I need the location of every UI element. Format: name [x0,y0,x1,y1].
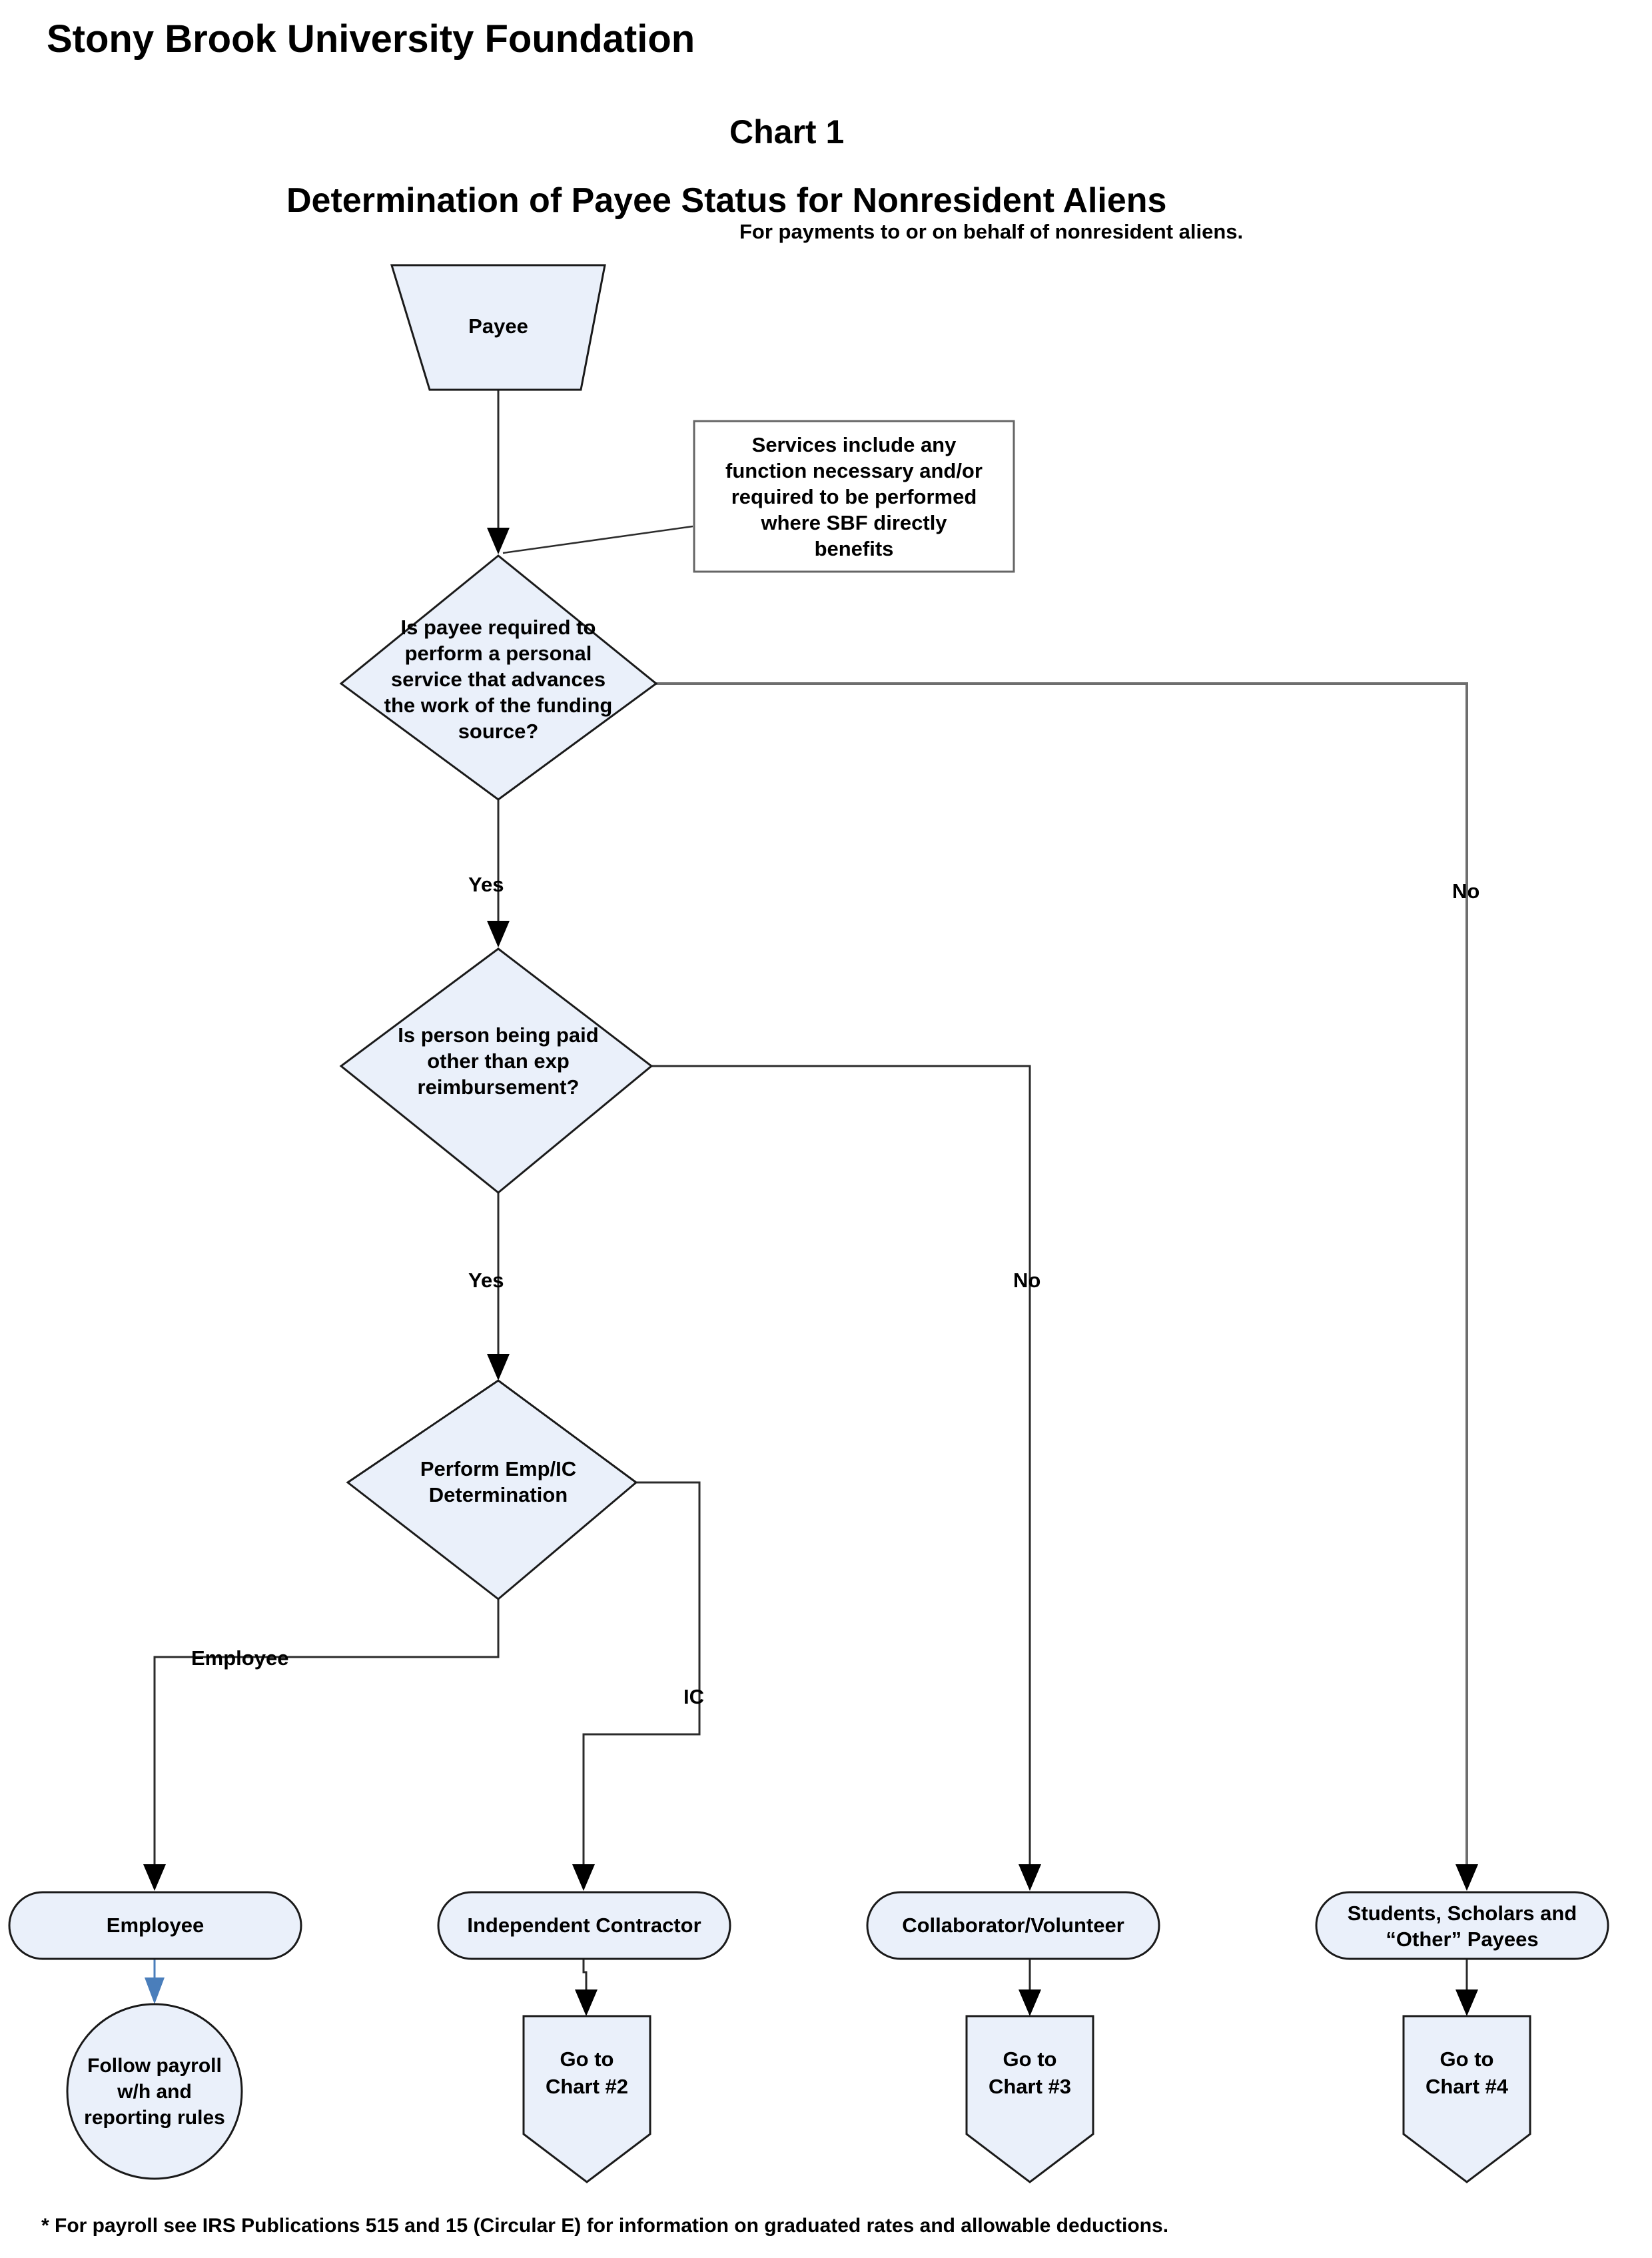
node-goto4-line-1: Go to [1440,2047,1494,2071]
node-follow-payroll-rules[interactable]: Follow payroll w/h and reporting rules [66,2003,243,2180]
footnote-text: * For payroll see IRS Publications 515 a… [41,2215,1168,2237]
node-payroll-line-3: reporting rules [84,2107,225,2129]
node-employee[interactable]: Employee [8,1891,302,1960]
edge-q3-ic-to-contractor [572,1481,701,1891]
edge-q1-yes-to-q2 [487,800,510,947]
node-goto3-line-1: Go to [1003,2047,1057,2071]
q1-line-3: service that advances [391,668,606,691]
node-payroll-line-2: w/h and [117,2081,192,2103]
edge-employee-to-payroll [145,1959,165,2004]
note-services-definition: Services include any function necessary … [693,420,1015,573]
edge-collaborator-to-goto3 [1019,1959,1041,2016]
chart-subtitle: For payments to or on behalf of nonresid… [739,220,1243,243]
edge-students-to-goto4 [1455,1959,1478,2016]
edge-label-q2-yes: Yes [468,1269,504,1292]
node-decision-emp-ic-determination[interactable]: Perform Emp/IC Determination [346,1379,638,1600]
node-students-line-2: “Other” Payees [1386,1928,1538,1951]
note-line-2: function necessary and/or [725,459,983,482]
node-collaborator-volunteer[interactable]: Collaborator/Volunteer [866,1891,1160,1960]
q3-line-1: Perform Emp/IC [420,1457,576,1480]
note-line-4: where SBF directly [760,511,947,534]
node-payroll-line-1: Follow payroll [87,2055,222,2077]
edge-label-q2-no: No [1013,1269,1040,1292]
q2-line-3: reimbursement? [418,1075,580,1099]
edge-label-q3-ic: IC [683,1685,704,1708]
node-goto2-line-1: Go to [560,2047,614,2071]
edge-label-q1-no: No [1452,879,1479,903]
edge-contractor-to-goto2 [575,1959,598,2016]
node-goto-chart-2[interactable]: Go to Chart #2 [522,2015,651,2183]
chart-number-label: Chart 1 [729,113,844,151]
q3-line-2: Determination [429,1483,568,1506]
node-students-line-1: Students, Scholars and [1348,1902,1577,1925]
node-goto3-line-2: Chart #3 [989,2075,1071,2098]
q1-line-1: Is payee required to [401,616,596,639]
node-decision-paid-other-than-reimbursement[interactable]: Is person being paid other than exp reim… [339,947,653,1194]
node-decision-personal-service[interactable]: Is payee required to perform a personal … [339,554,658,801]
edge-payee-to-q1 [487,390,510,554]
edge-label-q1-yes: Yes [468,873,504,896]
note-line-3: required to be performed [731,485,977,508]
edge-q2-no-to-collaborator [651,1065,1041,1891]
node-goto4-line-2: Chart #4 [1426,2075,1509,2098]
q1-line-4: the work of the funding [384,694,613,717]
node-goto2-line-2: Chart #2 [546,2075,628,2098]
edge-q1-no-to-students [656,682,1478,1891]
page-title: Stony Brook University Foundation [47,17,695,61]
node-independent-contractor[interactable]: Independent Contractor [437,1891,731,1960]
note-line-1: Services include any [752,433,957,456]
q1-line-5: source? [458,720,539,743]
node-students-scholars-other-payees[interactable]: Students, Scholars and “Other” Payees [1315,1891,1609,1960]
node-employee-label: Employee [107,1914,204,1937]
edge-q3-employee-to-employee [143,1599,500,1891]
edge-q2-yes-to-q3 [487,1193,510,1381]
node-payee-label: Payee [468,314,528,338]
node-goto-chart-3[interactable]: Go to Chart #3 [965,2015,1094,2183]
chart-title: Determination of Payee Status for Nonres… [286,181,1166,220]
q1-line-2: perform a personal [405,642,592,665]
node-goto-chart-4[interactable]: Go to Chart #4 [1402,2015,1531,2183]
edge-note-to-q1 [502,525,693,554]
q2-line-1: Is person being paid [398,1023,598,1047]
edge-label-q3-employee: Employee [191,1646,288,1670]
q2-line-2: other than exp [427,1049,570,1073]
node-payee[interactable]: Payee [390,264,606,391]
node-independent-contractor-label: Independent Contractor [467,1914,701,1937]
note-line-5: benefits [815,537,894,560]
node-collaborator-volunteer-label: Collaborator/Volunteer [902,1914,1124,1937]
